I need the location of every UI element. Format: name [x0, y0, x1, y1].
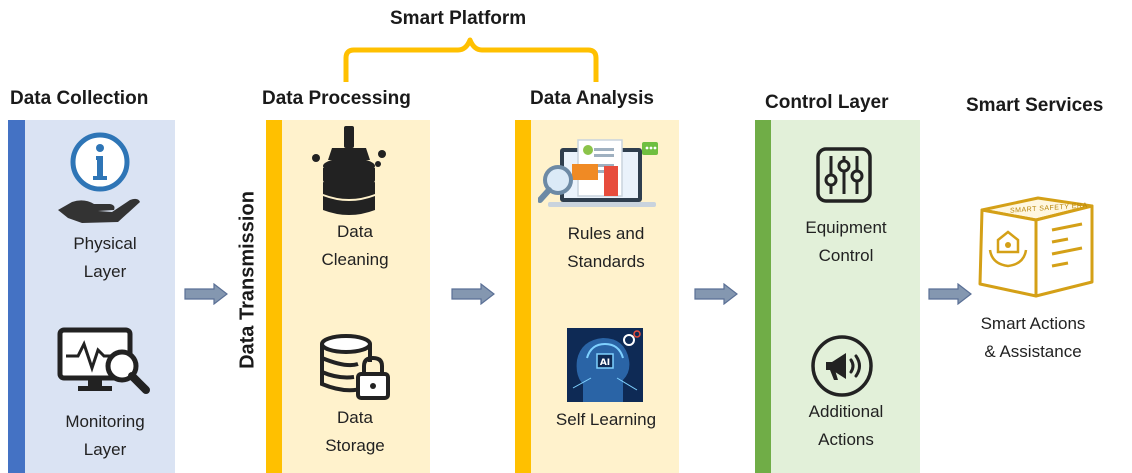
data-processing-title: Data Processing — [262, 88, 411, 109]
data-processing-bar — [266, 120, 282, 473]
data-collection-bar — [8, 120, 25, 473]
smart-platform-brace — [343, 37, 599, 82]
data-transmission-label: Data Transmission — [236, 191, 259, 369]
physical-layer-label: Physical Layer — [73, 234, 137, 281]
data-storage-label: Data Storage — [325, 408, 385, 455]
control-layer-title: Control Layer — [765, 92, 889, 113]
database-lock-icon — [320, 334, 390, 400]
data-collection-title: Data Collection — [10, 88, 149, 109]
ai-head-icon: AI — [567, 328, 643, 402]
flow-arrow-icon — [184, 283, 228, 305]
document-analysis-icon — [538, 139, 658, 207]
info-hand-icon — [58, 132, 140, 223]
megaphone-icon — [811, 335, 873, 397]
monitor-magnifier-icon — [57, 327, 150, 394]
additional-actions-label: Additional Actions — [808, 402, 884, 449]
monitoring-layer-label: Monitoring Layer — [65, 412, 145, 459]
smart-services-title: Smart Services — [966, 95, 1104, 116]
sliders-icon — [816, 147, 872, 203]
smart-platform-label: Smart Platform — [390, 8, 527, 29]
data-cleaning-label: Data Cleaning — [321, 222, 389, 269]
smart-box-icon — [978, 196, 1094, 298]
equipment-control-label: Equipment Control — [805, 218, 887, 265]
data-analysis-bar — [515, 120, 531, 473]
smart-actions-label: Smart Actions & Assistance — [980, 314, 1086, 361]
svg-text:AI: AI — [600, 358, 610, 368]
flow-arrow-icon — [694, 283, 738, 305]
control-layer-bar — [755, 120, 771, 473]
database-broom-icon — [312, 126, 386, 215]
flow-arrow-icon — [451, 283, 495, 305]
data-analysis-title: Data Analysis — [530, 88, 654, 109]
rules-and-standards-label: Rules and Standards — [567, 224, 645, 271]
control-layer-panel — [755, 120, 920, 473]
flow-arrow-icon — [928, 283, 972, 305]
self-learning-label: Self Learning — [555, 410, 657, 429]
